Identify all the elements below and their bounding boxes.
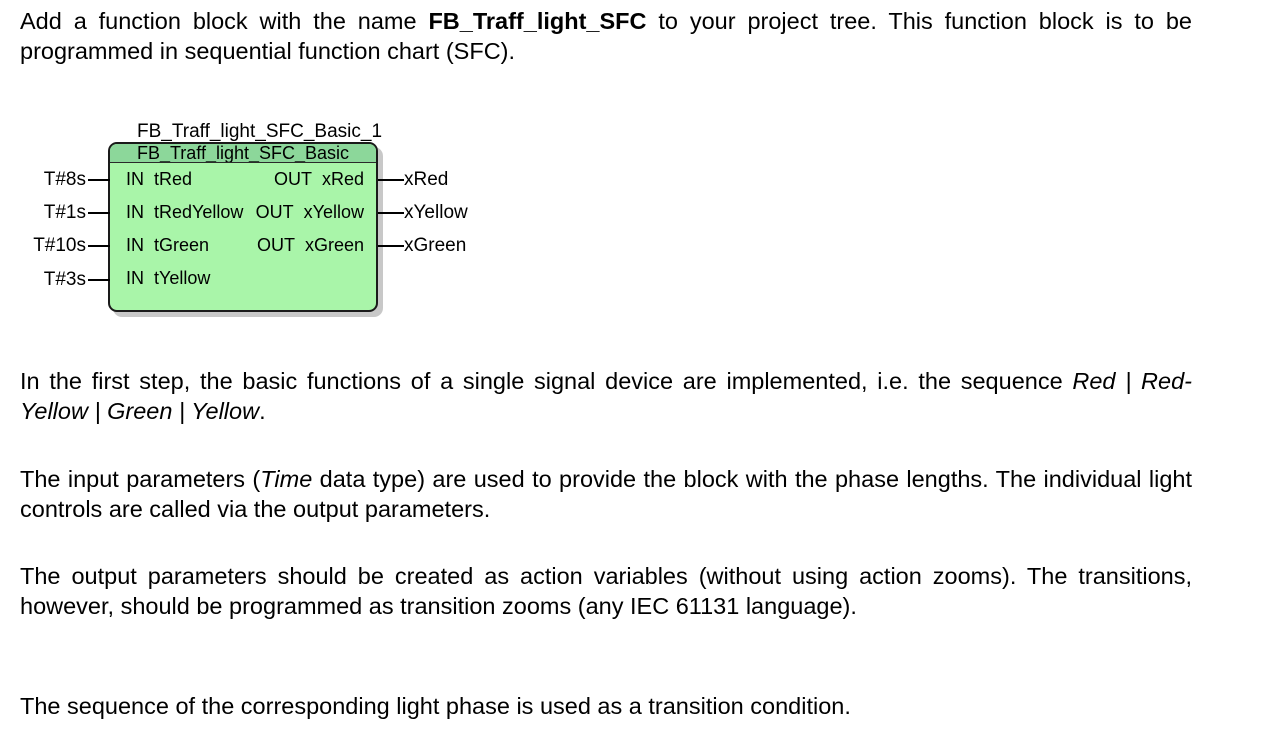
output-value-1: xYellow [404,202,468,223]
input-name-1: tRedYellow [154,202,244,222]
input-wire-3 [88,279,110,281]
text-run: FB_Traff_light_SFC [428,8,647,34]
output-keyword-2: OUT [256,235,295,255]
input-param-1[interactable]: IN tRedYellow [126,201,243,223]
text-run: Add a function block with the name [20,8,429,34]
output-name-0: xRed [321,169,364,189]
input-keyword-2: IN [126,235,144,255]
text-run: . [259,398,266,424]
output-wire-2 [378,245,404,247]
output-keyword-0: OUT [273,169,312,189]
input-wire-0 [88,179,110,181]
function-block-header: FB_Traff_light_SFC_Basic [110,144,376,163]
text-run: The output parameters should be created … [20,563,1192,619]
text-run: The input parameters ( [20,466,261,492]
text-run: to your project tree. This function bloc… [20,8,1192,64]
input-keyword-0: IN [126,169,144,189]
output-value-2: xGreen [404,235,467,256]
output-wire-0 [378,179,404,181]
function-block-row: IN tGreen OUT xGreen [110,229,376,262]
output-keyword-1: OUT [255,202,294,222]
text-run: In the first step, the basic functions o… [20,368,1073,394]
input-keyword-3: IN [126,268,144,288]
text-run: The sequence of the corresponding light … [20,693,851,719]
input-value-0: T#8s [43,169,86,190]
output-name-1: xYellow [303,202,364,222]
input-name-2: tGreen [154,235,210,255]
input-value-3: T#3s [43,269,86,290]
input-wire-2 [88,245,110,247]
function-block-parameter-rows: IN tRed OUT xRed IN tRedYellow OUT xYell… [110,163,376,295]
paragraph-output-parameters: The output parameters should be created … [20,561,1192,621]
function-block-body[interactable]: FB_Traff_light_SFC_Basic IN tRed OUT xRe… [108,142,378,312]
input-wire-1 [88,212,110,214]
function-block-diagram: FB_Traff_light_SFC_Basic_1 FB_Traff_ligh… [0,0,520,330]
output-wire-1 [378,212,404,214]
paragraph-input-parameters: The input parameters (Time data type) ar… [20,464,1192,524]
text-run: Red | Red-Yellow | Green | Yellow [20,368,1192,424]
output-value-0: xRed [404,169,449,190]
input-name-3: tYellow [154,268,211,288]
output-param-0[interactable]: OUT xRed [274,168,364,190]
input-param-3[interactable]: IN tYellow [126,267,210,289]
text-run: Time [260,466,313,492]
function-block-row: IN tRedYellow OUT xYellow [110,196,376,229]
paragraph-transition-condition: The sequence of the corresponding light … [20,691,1192,721]
paragraph-intro: Add a function block with the name FB_Tr… [20,6,1192,66]
function-block-instance-name: FB_Traff_light_SFC_Basic_1 [137,121,383,142]
function-block-row: IN tRed OUT xRed [110,163,376,196]
function-block-row: IN tYellow [110,262,376,295]
output-param-1[interactable]: OUT xYellow [256,201,364,223]
input-keyword-1: IN [126,202,144,222]
output-param-2[interactable]: OUT xGreen [257,234,364,256]
input-param-2[interactable]: IN tGreen [126,234,209,256]
input-param-0[interactable]: IN tRed [126,168,192,190]
input-value-1: T#1s [43,202,86,223]
input-name-0: tRed [154,169,193,189]
output-name-2: xGreen [304,235,364,255]
input-value-2: T#10s [33,235,86,256]
function-block-type-name: FB_Traff_light_SFC_Basic [136,144,350,163]
paragraph-first-step: In the first step, the basic functions o… [20,366,1192,426]
text-run: data type) are used to provide the block… [20,466,1192,522]
